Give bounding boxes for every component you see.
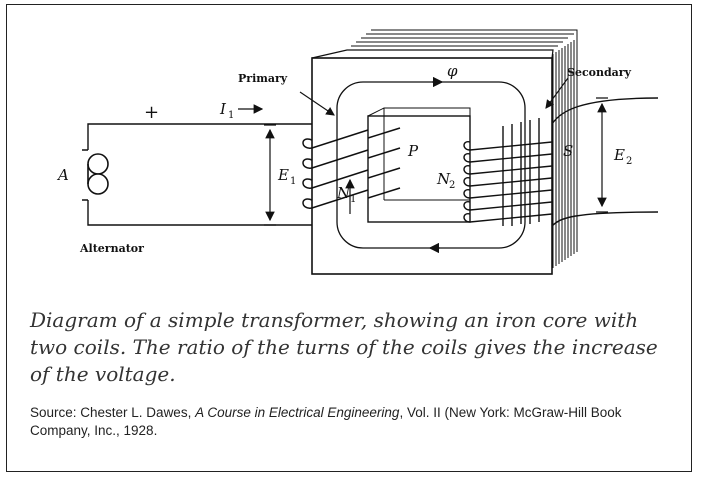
primary-label: Primary [238, 72, 288, 85]
source-prefix: Source: Chester L. Dawes, [30, 405, 196, 420]
source-book-title: A Course in Electrical Engineering [195, 405, 400, 420]
e2-subscript: 2 [626, 156, 632, 167]
n2-subscript: 2 [449, 180, 455, 191]
secondary-circuit [551, 97, 659, 227]
phi-label: φ [447, 62, 458, 80]
primary-coil [302, 127, 401, 209]
i1-subscript: 1 [228, 110, 234, 121]
plus-sign: + [144, 102, 159, 123]
alternator-label: Alternator [79, 242, 144, 255]
primary-circuit [82, 123, 312, 226]
core-window [367, 115, 471, 223]
p-label: P [407, 142, 419, 160]
source-citation: Source: Chester L. Dawes, A Course in El… [30, 404, 685, 440]
source-suffix: , Vol. II (New York: McGraw-Hill Book Co… [30, 405, 622, 438]
e2-label: E [613, 146, 625, 164]
e2-voltage-arrow [596, 97, 608, 213]
secondary-leader [545, 77, 569, 109]
primary-leader [299, 91, 335, 116]
e1-subscript: 1 [290, 176, 296, 187]
secondary-label: Secondary [567, 66, 632, 79]
alternator-symbol [87, 153, 109, 195]
transformer-diagram: Primary Secondary φ + I 1 A E 1 E 2 P S … [56, 29, 659, 275]
alternator-a-label: A [56, 166, 69, 184]
e1-voltage-arrow [264, 124, 276, 226]
e1-label: E [277, 166, 289, 184]
s-label: S [563, 142, 573, 160]
secondary-coil [463, 118, 553, 226]
n1-subscript: 1 [350, 194, 356, 205]
i1-label: I [219, 100, 227, 118]
n2-label: N [436, 170, 451, 188]
figure-caption: Diagram of a simple transformer, showing… [30, 308, 658, 386]
n1-label: N [336, 184, 351, 202]
